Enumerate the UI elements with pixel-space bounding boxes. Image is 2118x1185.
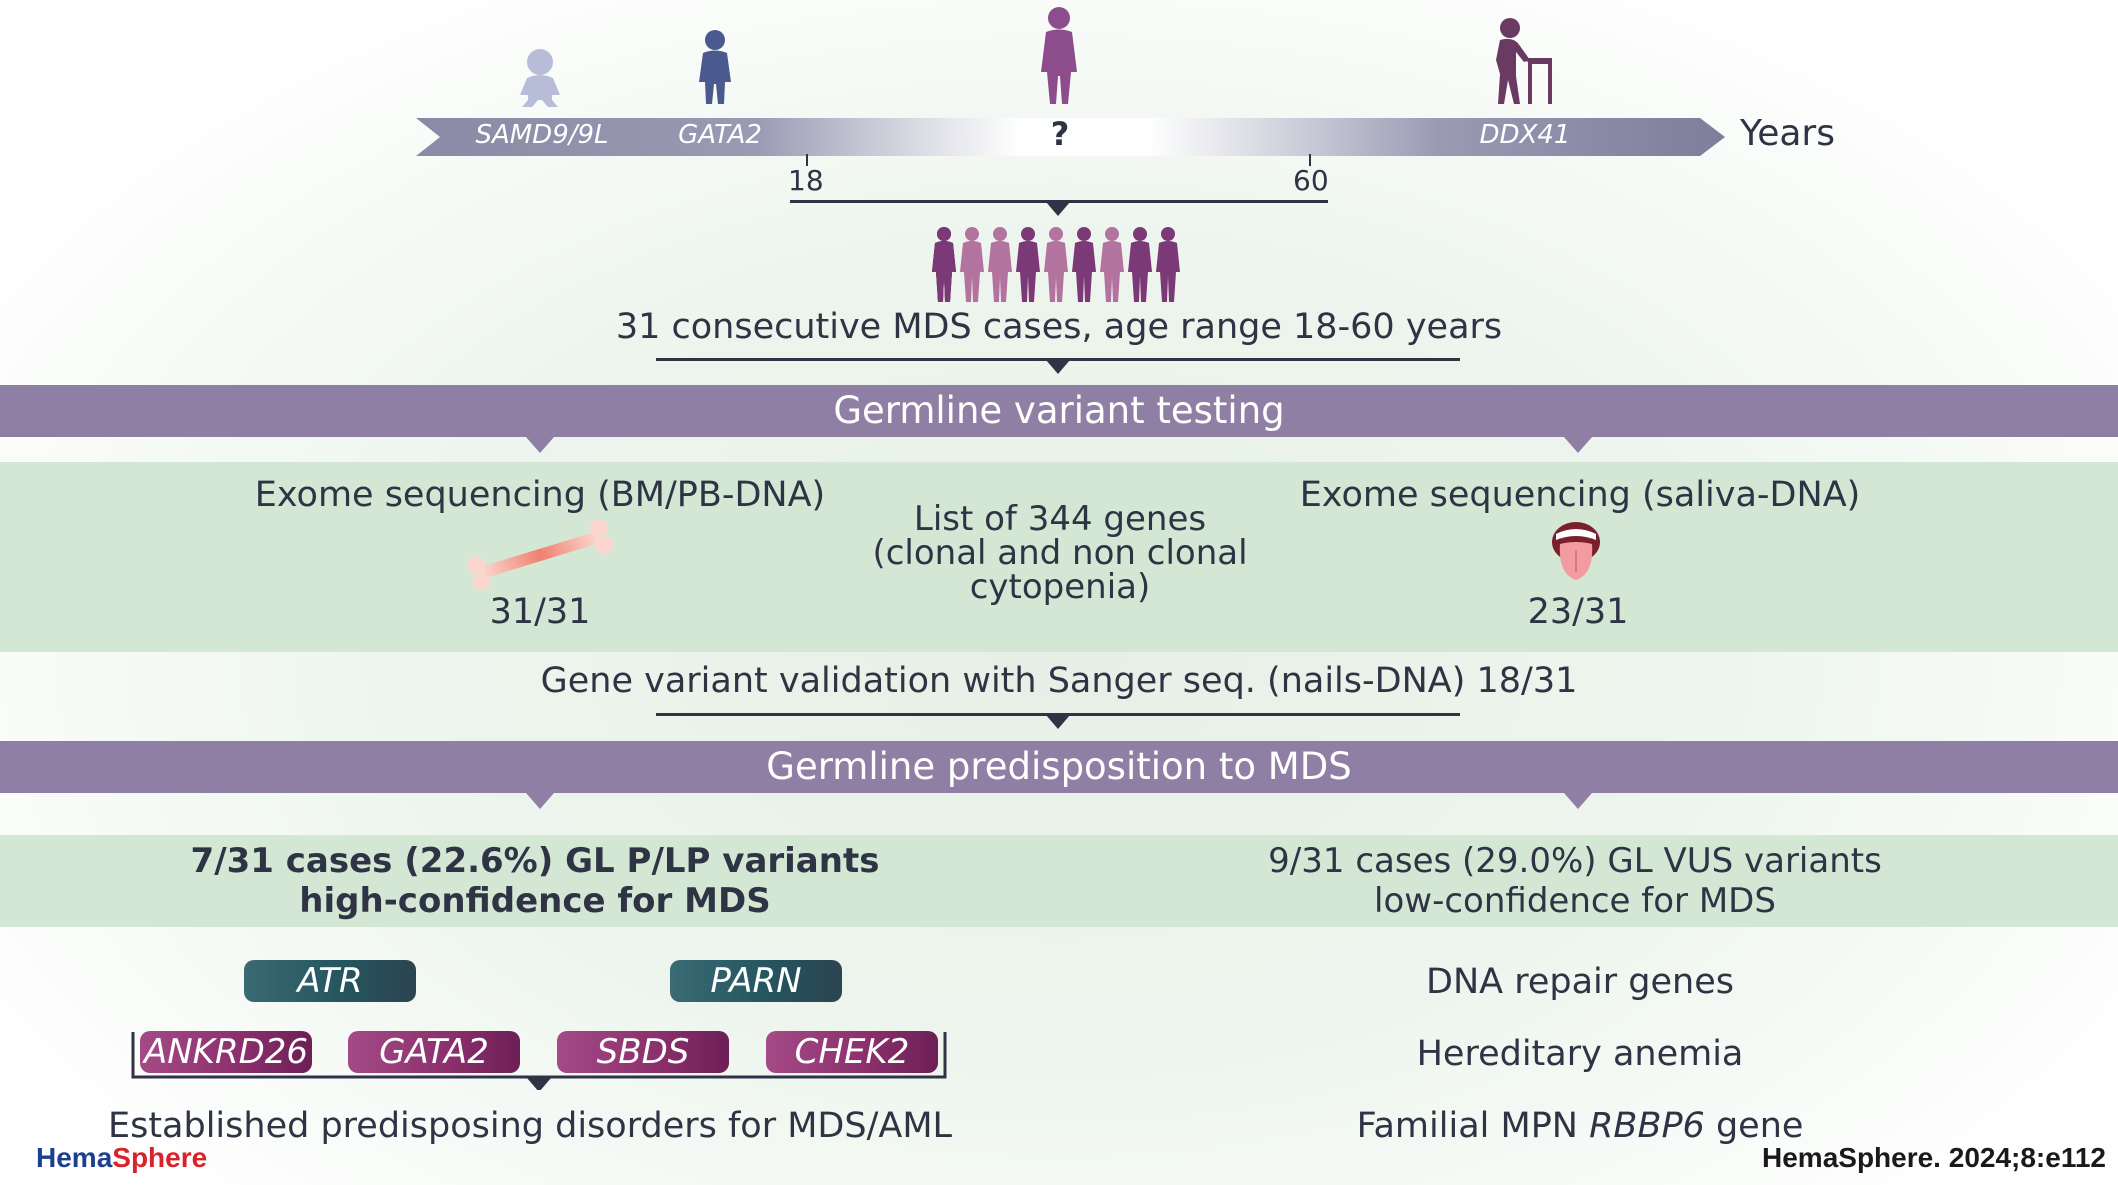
timeline-gene-ddx41: DDX41 [1479, 120, 1571, 150]
gene-pill-ankrd26: ANKRD26 [140, 1031, 312, 1073]
mpn-prefix: Familial MPN [1356, 1106, 1590, 1146]
citation-text: HemaSphere. 2024;8:e112 [1762, 1142, 2106, 1173]
gene-pill-chek2: CHEK2 [766, 1031, 938, 1073]
validation-text: Gene variant validation with Sanger seq.… [540, 661, 1578, 701]
exome-bm-title: Exome sequencing (BM/PB-DNA) [254, 475, 826, 515]
logo-part-sphere: Sphere [112, 1142, 208, 1173]
age-range-pointer [1046, 202, 1070, 216]
validation-underline [656, 713, 1460, 716]
testing-right-pointer [1564, 437, 1592, 453]
bone-icon [467, 520, 613, 590]
adult-icon [1041, 7, 1077, 104]
baby-icon [520, 49, 560, 107]
hemasphere-logo: HemaSphere [36, 1142, 207, 1174]
exome-saliva-count: 23/31 [1527, 592, 1629, 632]
age-arrow [416, 118, 1725, 156]
predisposition-left-pointer [526, 793, 554, 809]
cohort-pointer [1046, 360, 1070, 374]
high-confidence-text: 7/31 cases (22.6%) GL P/LP variants high… [130, 841, 940, 921]
exome-saliva-title: Exome sequencing (saliva-DNA) [1299, 475, 1861, 515]
cohort-text: 31 consecutive MDS cases, age range 18-6… [615, 307, 1503, 347]
category-familial-mpn: Familial MPN RBBP6 gene [1280, 1106, 1880, 1146]
tick-60-label: 60 [1293, 164, 1329, 197]
predisposition-band: Germline predisposition to MDS [0, 741, 2118, 793]
mpn-gene: RBBP6 [1589, 1106, 1705, 1146]
high-confidence-line-2: high-confidence for MDS [299, 881, 771, 921]
timeline-axis-label: Years [1740, 113, 1835, 154]
patient-group-icon [932, 227, 1180, 302]
category-hereditary-anemia: Hereditary anemia [1416, 1034, 1744, 1074]
low-confidence-line-1: 9/31 cases (29.0%) GL VUS variants [1268, 841, 1882, 881]
high-confidence-line-1: 7/31 cases (22.6%) GL P/LP variants [190, 841, 880, 881]
gene-list-line-3: cytopenia) [969, 567, 1151, 607]
validation-pointer [1046, 715, 1070, 729]
established-disorders-text: Established predisposing disorders for M… [107, 1106, 953, 1146]
mpn-suffix: gene [1704, 1106, 1804, 1146]
exome-bm-count: 31/31 [489, 592, 591, 632]
gene-pill-gata2: GATA2 [348, 1031, 520, 1073]
age-range-line [790, 200, 1328, 203]
elderly-walker-icon [1496, 18, 1552, 104]
low-confidence-line-2: low-confidence for MDS [1374, 881, 1776, 921]
category-dna-repair: DNA repair genes [1426, 962, 1734, 1002]
tick-18-label: 18 [788, 164, 824, 197]
logo-part-hema: Hema [36, 1142, 113, 1173]
timeline-graphic [416, 7, 1725, 166]
gene-list-line-1: List of 344 genes [913, 499, 1207, 539]
gene-pill-atr: ATR [244, 960, 416, 1002]
testing-panel [0, 462, 2118, 652]
mouth-icon [1552, 522, 1600, 580]
testing-left-pointer [526, 437, 554, 453]
timeline-gene-samd9: SAMD9/9L [475, 120, 609, 150]
gene-list-text: List of 344 genes (clonal and non clonal… [850, 502, 1270, 604]
gene-pill-parn: PARN [670, 960, 842, 1002]
established-bracket [131, 1032, 947, 1090]
low-confidence-text: 9/31 cases (29.0%) GL VUS variants low-c… [1170, 841, 1980, 921]
germline-testing-band: Germline variant testing [0, 385, 2118, 437]
results-panel [0, 835, 2118, 927]
timeline-gene-gata2: GATA2 [678, 120, 762, 150]
gene-list-line-2: (clonal and non clonal [872, 533, 1248, 573]
gene-pill-sbds: SBDS [557, 1031, 729, 1073]
predisposition-right-pointer [1564, 793, 1592, 809]
timeline-question: ? [1050, 115, 1070, 153]
child-icon [699, 30, 731, 104]
cohort-underline [656, 358, 1460, 361]
